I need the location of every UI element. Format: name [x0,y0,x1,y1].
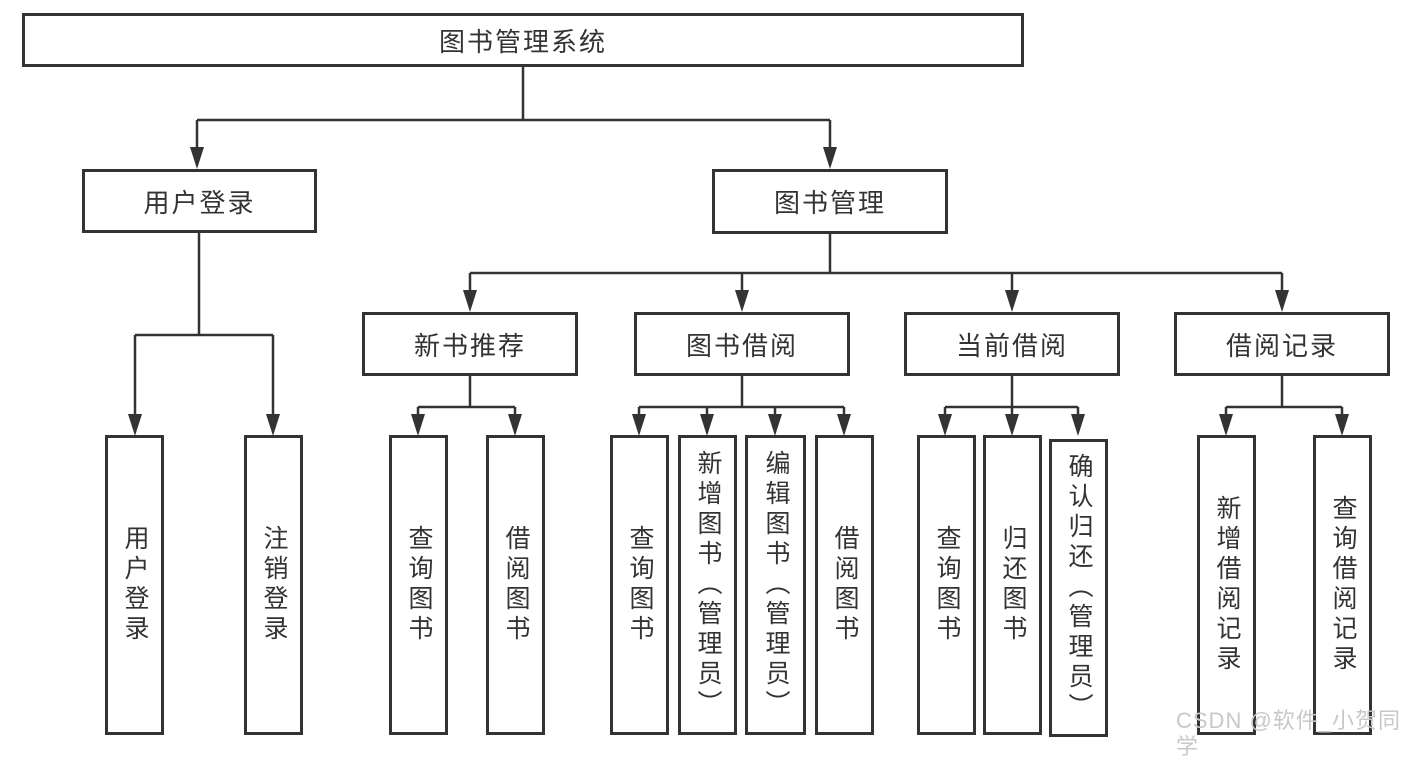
node-label: 新书推荐 [413,330,526,361]
leaf-label: 借阅图书 [502,525,530,645]
leaf-recommend-borrow-book: 借阅图书 [486,435,545,735]
leaf-label: 借阅图书 [831,525,859,645]
leaf-add-borrow-record: 新增借阅记录 [1197,435,1256,735]
leaf-label: 编辑图书（管理员） [762,450,790,720]
leaf-label: 新增图书（管理员） [694,450,722,720]
leaf-current-query-book: 查询图书 [917,435,976,735]
leaf-label: 归还图书 [999,525,1027,645]
leaf-add-book-admin: 新增图书（管理员） [678,435,737,735]
arrowheads [128,147,1349,436]
node-current-borrowing: 当前借阅 [904,312,1120,376]
leaf-borrow-book: 借阅图书 [815,435,874,735]
node-label: 借阅记录 [1225,330,1338,361]
leaf-confirm-return-admin: 确认归还（管理员） [1049,439,1108,737]
node-book-borrowing: 图书借阅 [634,312,850,376]
node-label: 图书借阅 [685,330,798,361]
leaf-logout: 注销登录 [244,435,303,735]
leaf-label: 用户登录 [121,525,149,645]
leaf-edit-book-admin: 编辑图书（管理员） [745,435,806,735]
node-label: 当前借阅 [955,330,1068,361]
node-borrowing-records: 借阅记录 [1174,312,1390,376]
connector-path [133,67,1344,416]
leaf-label: 新增借阅记录 [1213,495,1241,675]
node-new-book-recommendation: 新书推荐 [362,312,578,376]
node-library-system: 图书管理系统 [22,13,1024,67]
watermark: CSDN @软件_小贺同学 [1176,708,1402,760]
node-user-login: 用户登录 [82,169,317,233]
node-label: 用户登录 [143,187,256,218]
leaf-label: 查询借阅记录 [1329,495,1357,675]
leaf-return-book: 归还图书 [983,435,1042,735]
node-label: 图书管理系统 [438,26,607,57]
leaf-recommend-query-book: 查询图书 [389,435,448,735]
leaf-label: 查询图书 [933,525,961,645]
leaf-borrow-query-book: 查询图书 [610,435,669,735]
leaf-user-login: 用户登录 [105,435,164,735]
leaf-query-borrow-record: 查询借阅记录 [1313,435,1372,735]
node-label: 图书管理 [773,188,886,218]
leaf-label: 注销登录 [260,525,288,645]
leaf-label: 查询图书 [626,525,654,645]
node-book-management: 图书管理 [712,169,948,234]
leaf-label: 确认归还（管理员） [1065,453,1093,723]
leaf-label: 查询图书 [405,525,433,645]
